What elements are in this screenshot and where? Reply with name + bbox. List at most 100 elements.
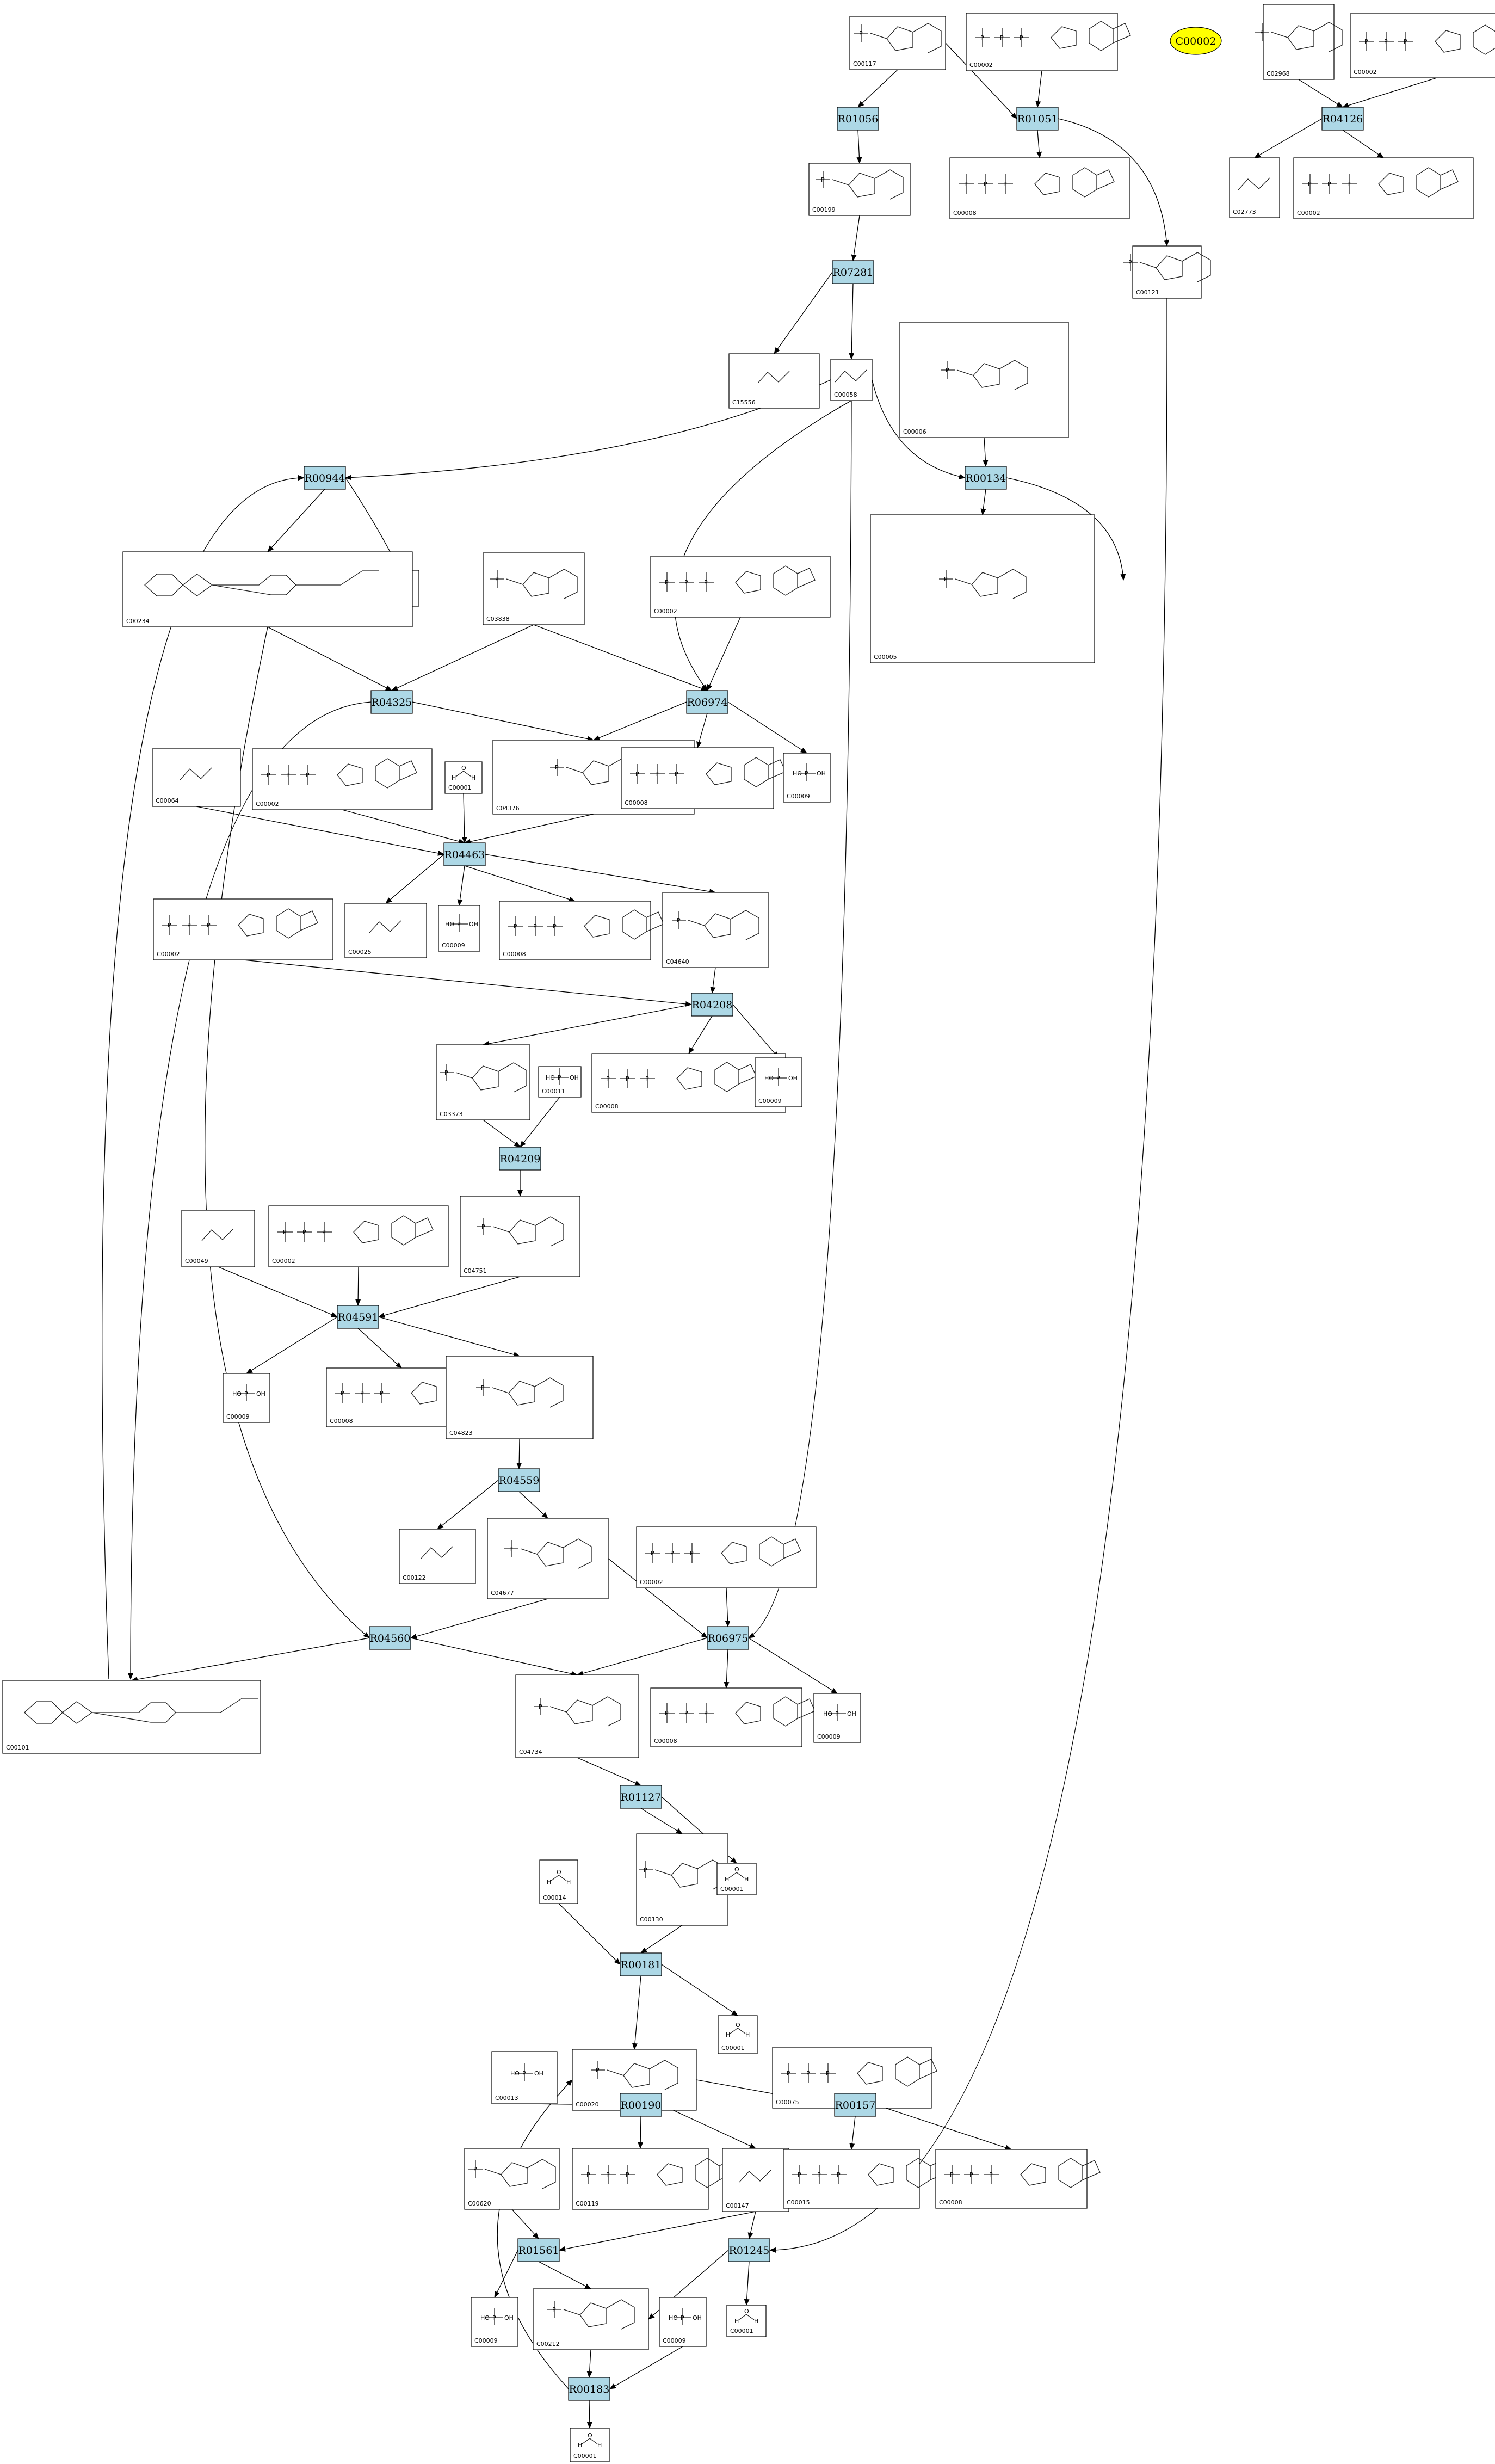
reaction-node-r00181[interactable]: R00181 bbox=[620, 1952, 662, 1976]
reaction-node-r04560[interactable]: R04560 bbox=[369, 1626, 411, 1650]
compound-node-c00234[interactable]: C00234 bbox=[122, 551, 413, 627]
reaction-node-r04325[interactable]: R04325 bbox=[370, 690, 413, 714]
reaction-node-r01051[interactable]: R01051 bbox=[1016, 107, 1059, 131]
reaction-node-r01561[interactable]: R01561 bbox=[517, 2238, 560, 2262]
compound-box bbox=[483, 552, 585, 625]
reaction-box bbox=[965, 466, 1007, 490]
compound-label: C04640 bbox=[666, 958, 689, 965]
compound-label: C02968 bbox=[1267, 70, 1290, 77]
compound-node-c04751[interactable]: P C04751 bbox=[460, 1196, 580, 1277]
reaction-node-r00134[interactable]: R00134 bbox=[965, 466, 1007, 490]
compound-box bbox=[728, 353, 820, 409]
compound-node-c00058[interactable]: C00058 bbox=[830, 359, 873, 401]
reaction-node-r04591[interactable]: R04591 bbox=[337, 1305, 379, 1329]
compound-node-c00049[interactable]: C00049 bbox=[181, 1210, 255, 1267]
svg-text:P: P bbox=[492, 2314, 496, 2321]
reaction-node-r00944[interactable]: R00944 bbox=[304, 466, 346, 490]
reaction-node-r06975[interactable]: R06975 bbox=[707, 1626, 749, 1650]
compound-box bbox=[533, 2288, 649, 2350]
compound-box bbox=[570, 2428, 610, 2462]
compound-node-c00122[interactable]: C00122 bbox=[399, 1529, 476, 1584]
svg-text:P: P bbox=[1000, 34, 1004, 41]
reaction-node-r00190[interactable]: R00190 bbox=[620, 2093, 662, 2117]
structure-drawing: P bbox=[477, 1216, 564, 1247]
structure-drawing bbox=[201, 1228, 234, 1241]
svg-text:OH: OH bbox=[847, 1710, 856, 1717]
compound-label: C04734 bbox=[519, 1748, 542, 1755]
compound-label: C00008 bbox=[953, 210, 977, 217]
reaction-node-r07281[interactable]: R07281 bbox=[832, 260, 874, 284]
reaction-node-r01245[interactable]: R01245 bbox=[728, 2238, 770, 2262]
compound-node-c00025[interactable]: C00025 bbox=[344, 903, 427, 958]
reaction-node-r04463[interactable]: R04463 bbox=[443, 842, 486, 866]
highlight-oval-node[interactable]: C00002 bbox=[1170, 27, 1222, 55]
edge-arrow bbox=[412, 701, 594, 742]
compound-node-c00101[interactable]: C00101 bbox=[2, 1680, 261, 1754]
compound-node-c00147[interactable]: C00147 bbox=[722, 2148, 789, 2212]
compound-node-c15556[interactable]: C15556 bbox=[728, 353, 820, 409]
reaction-node-r04559[interactable]: R04559 bbox=[498, 1468, 540, 1492]
reaction-node-r00183[interactable]: R00183 bbox=[568, 2377, 610, 2401]
reaction-node-r01056[interactable]: R01056 bbox=[837, 107, 879, 131]
reaction-node-r04209[interactable]: R04209 bbox=[499, 1147, 541, 1171]
edge-arrow bbox=[945, 42, 1017, 119]
reaction-node-r06974[interactable]: R06974 bbox=[686, 690, 728, 714]
compound-node-c00064[interactable]: C00064 bbox=[152, 748, 241, 807]
reaction-node-r01127[interactable]: R01127 bbox=[620, 1785, 662, 1809]
compound-label: C04751 bbox=[464, 1267, 487, 1274]
reaction-node-r04208[interactable]: R04208 bbox=[691, 993, 733, 1017]
reaction-node-r04126[interactable]: R04126 bbox=[1321, 107, 1364, 131]
svg-text:O: O bbox=[461, 765, 466, 772]
reaction-node-r00157[interactable]: R00157 bbox=[834, 2093, 876, 2117]
compound-label: C04376 bbox=[496, 805, 520, 812]
compound-node-c02773[interactable]: C02773 bbox=[1229, 157, 1280, 218]
edge-arrow bbox=[538, 2261, 591, 2289]
